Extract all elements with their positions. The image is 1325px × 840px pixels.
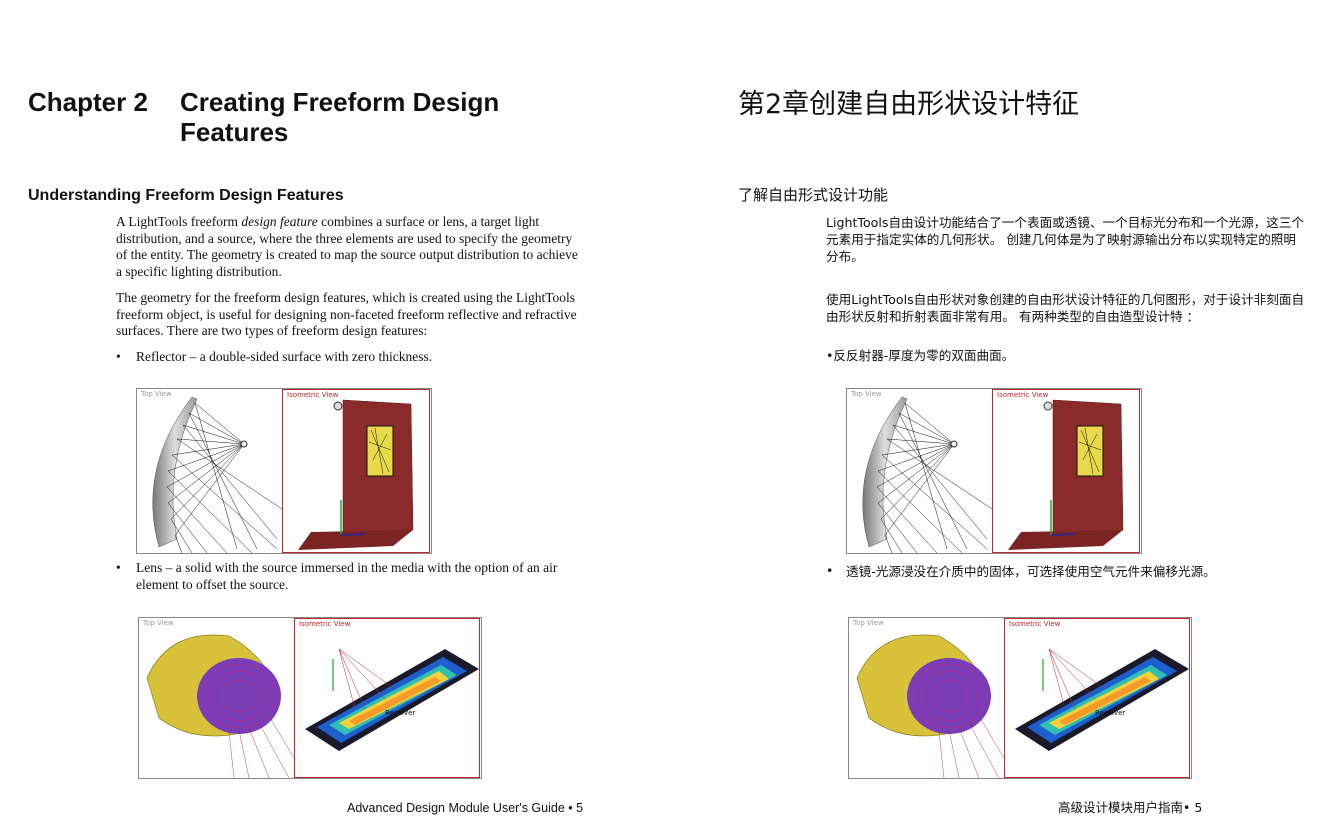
chapter-number: Chapter 2 [28,87,148,117]
isometric-view-pane: Isometric View [282,389,430,553]
left-footer: Advanced Design Module User's Guide • 5 [347,801,584,815]
lens-figure: Top View Isometric View Receiver [138,617,482,779]
isometric-view-label: Isometric View [1009,620,1061,628]
top-view-label: Top View [851,390,882,398]
top-view-pane: Top View [137,389,282,553]
top-view-label: Top View [141,390,172,398]
zh-geometry-paragraph: 使用LightTools自由形状对象创建的自由形状设计特征的几何图形，对于设计非… [826,292,1305,324]
bullet-mark-2: • [116,560,121,575]
reflector-isometric-drawing [298,399,414,550]
top-view-label: Top View [853,619,884,627]
top-view-pane-lens: Top View [139,618,294,778]
design-feature-term: design feature [241,214,318,229]
zh-bullet-mark: • [826,563,834,578]
zh-isometric-view-pane-lens: Isometric View Receiver [1004,618,1190,778]
intro-paragraph: A LightTools freeform design feature com… [116,214,578,279]
isometric-view-pane-lens: Isometric View Receiver [294,618,480,778]
zh-bullet-reflector: •反反射器-厚度为零的双面曲面。 [826,348,1015,363]
zh-reflector-top-view-drawing [862,396,992,553]
right-footer: 高级设计模块用户指南• 5 [1058,800,1203,815]
lens-isometric-drawing: Receiver [305,648,479,751]
lens-top-view-drawing [146,634,294,778]
bullet-lens: Lens – a solid with the source immersed … [136,560,558,592]
chapter-title: Creating Freeform Design Features [180,87,500,147]
zh-top-view-pane-lens: Top View [849,618,1004,778]
bullet-reflector: Reflector – a double-sided surface with … [136,349,433,364]
zh-chapter-title: 第2章创建自由形状设计特征 [738,89,1080,120]
receiver-label: Receiver [385,709,415,717]
bullet-mark: • [116,349,121,364]
zh-top-view-pane: Top View [847,389,992,553]
geometry-paragraph: The geometry for the freeform design fea… [116,290,577,339]
isometric-view-label: Isometric View [997,391,1049,399]
zh-lens-top-view-drawing [856,634,1004,778]
zh-intro-paragraph: LightTools自由设计功能结合了一个表面或透镜、一个目标光分布和一个光源，… [826,215,1305,264]
receiver-label: Receiver [1095,709,1125,717]
zh-section-title: 了解自由形式设计功能 [738,186,889,204]
isometric-view-label: Isometric View [287,391,339,399]
reflector-figure: Top View Isometric View [136,388,432,554]
zh-lens-figure: Top View Isometric View Receiver [848,617,1192,779]
zh-reflector-figure: Top View Isometric View [846,388,1142,554]
zh-lens-isometric-drawing: Receiver [1015,648,1189,751]
reflector-top-view-drawing [152,396,282,553]
zh-reflector-isometric-drawing [1008,399,1124,550]
isometric-view-label: Isometric View [299,620,351,628]
zh-isometric-view-pane: Isometric View [992,389,1140,553]
top-view-label: Top View [143,619,174,627]
section-title: Understanding Freeform Design Features [28,187,344,204]
zh-bullet-lens: 透镜-光源浸没在介质中的固体，可选择使用空气元件来偏移光源。 [846,564,1216,579]
